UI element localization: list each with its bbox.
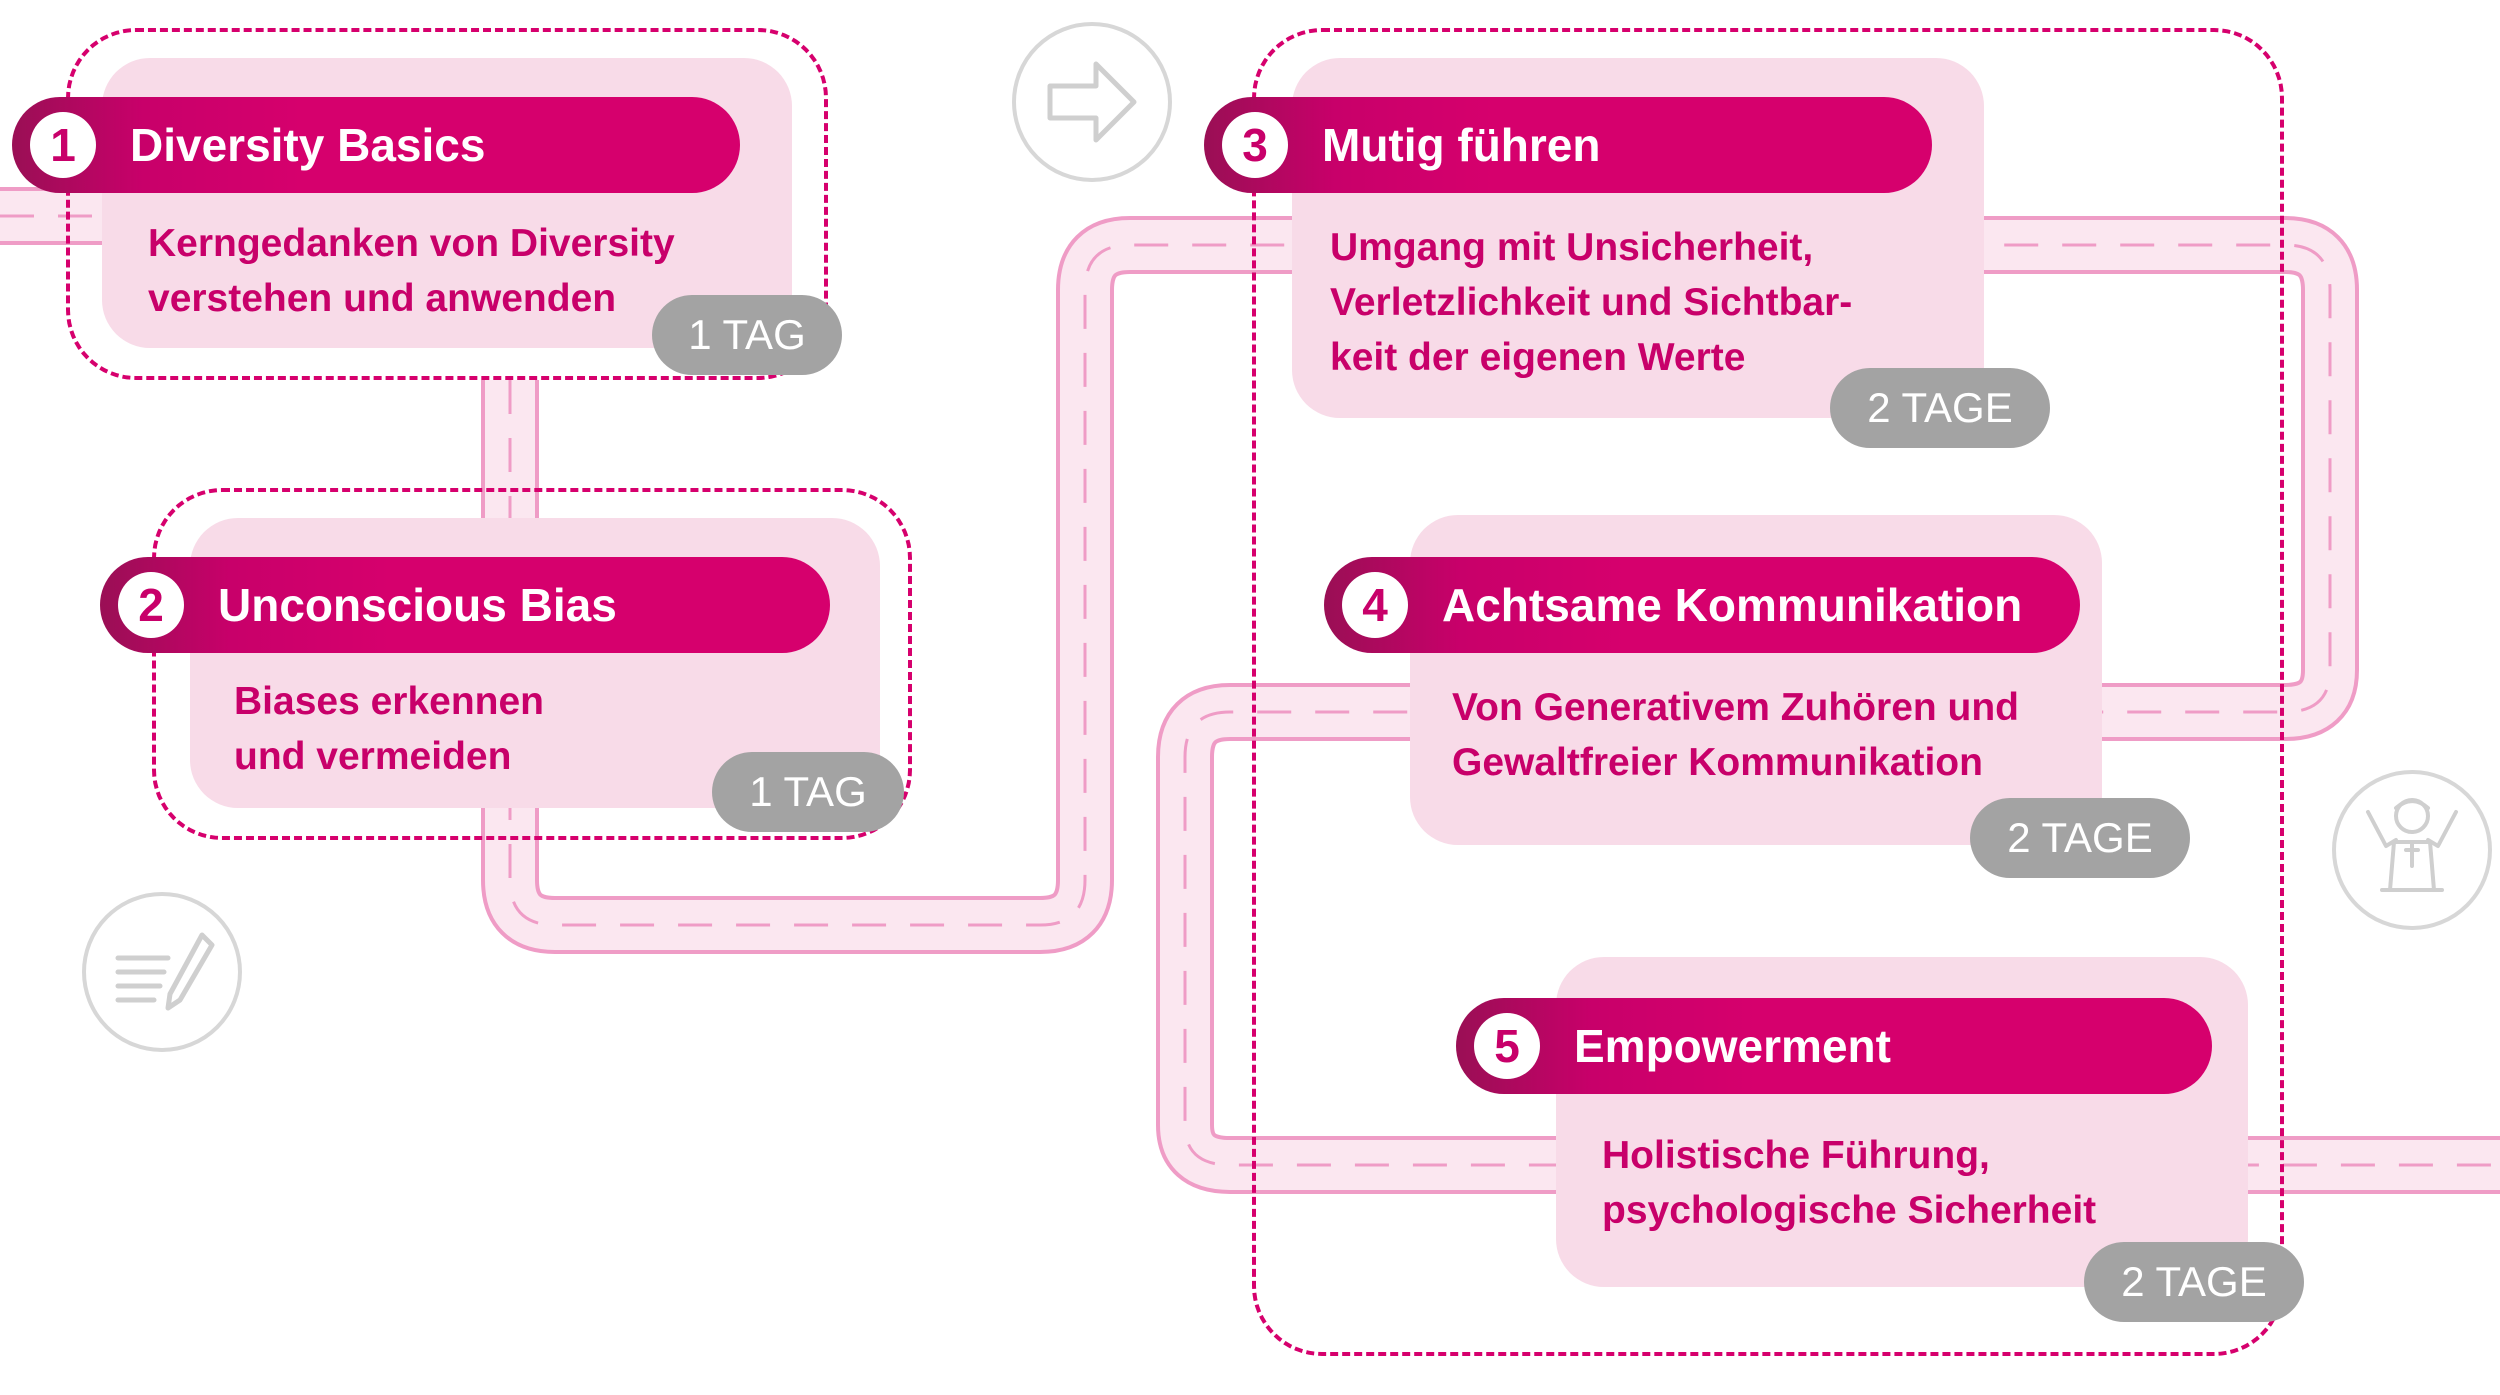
module-title-5: Empowerment [1574, 1020, 1891, 1072]
cheering-person-icon [2332, 770, 2492, 930]
module-frame-1 [66, 28, 828, 380]
modules-3-5-frame [1252, 28, 2284, 1356]
module-header-4: 4 Achtsame Kommunikation [1324, 557, 2080, 653]
module-number-3: 3 [1222, 112, 1288, 178]
module-number-2: 2 [118, 572, 184, 638]
module-header-2: 2 Unconscious Bias [100, 557, 830, 653]
module-header-1: 1 Diversity Basics [12, 97, 740, 193]
module-title-3: Mutig führen [1322, 119, 1601, 171]
module-title-1: Diversity Basics [130, 119, 486, 171]
module-title-2: Unconscious Bias [218, 579, 617, 631]
module-description-5: Holistische Führung, psychologische Sich… [1602, 1134, 2097, 1232]
duration-badge-4: 2 TAGE [1970, 798, 2190, 878]
module-description-1: Kerngedanken von Diversity verstehen und… [148, 222, 675, 320]
duration-badge-3: 2 TAGE [1830, 368, 2050, 448]
module-frame-2 [152, 488, 912, 840]
duration-badge-1: 1 TAG [652, 295, 842, 375]
module-description-3: Umgang mit Unsicherheit, Verletzlichkeit… [1330, 226, 1853, 379]
module-number-5: 5 [1474, 1013, 1540, 1079]
module-header-5: 5 Empowerment [1456, 998, 2212, 1094]
module-header-3: 3 Mutig führen [1204, 97, 1932, 193]
module-description-4: Von Generativem Zuhören und Gewaltfreier… [1452, 686, 2020, 784]
notepad-pen-icon [82, 892, 242, 1052]
module-title-4: Achtsame Kommunikation [1442, 579, 2023, 631]
module-number-1: 1 [30, 112, 96, 178]
duration-badge-5: 2 TAGE [2084, 1242, 2304, 1322]
duration-badge-2: 1 TAG [712, 752, 904, 832]
module-description-2: Biases erkennen und vermeiden [234, 680, 545, 778]
module-number-4: 4 [1342, 572, 1408, 638]
arrow-right-icon [1012, 22, 1172, 182]
